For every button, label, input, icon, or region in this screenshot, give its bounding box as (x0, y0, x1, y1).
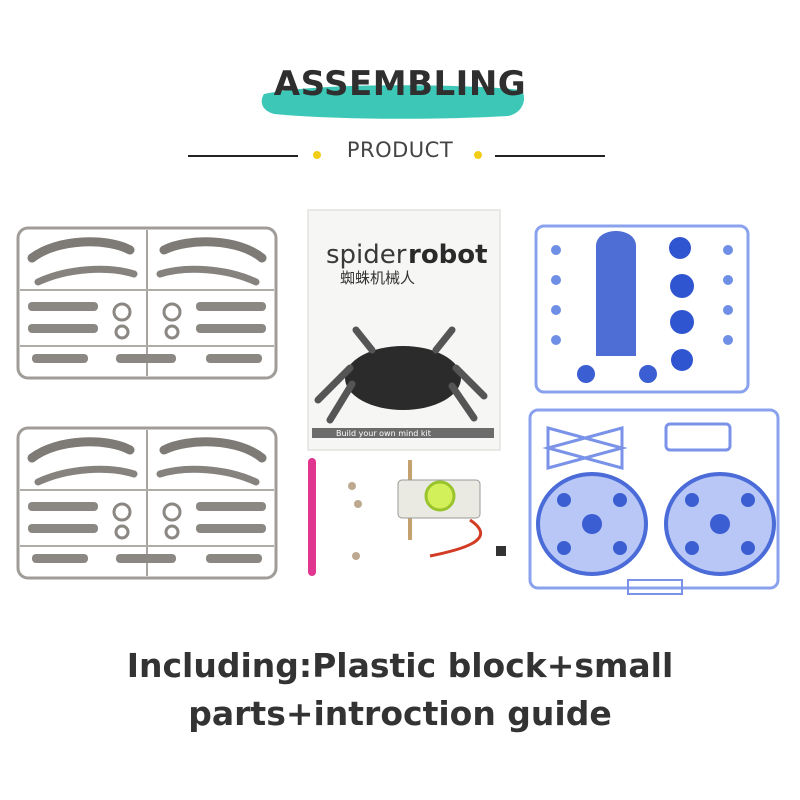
small-parts (308, 458, 506, 576)
brand-word-robot: robot (408, 240, 488, 270)
title-block: ASSEMBLING (0, 62, 800, 122)
subtitle: PRODUCT (346, 138, 454, 162)
instruction-booklet: spider robot 蜘蛛机械人 Build your own mind k… (307, 209, 501, 451)
chinese-title: 蜘蛛机械人 (340, 269, 415, 287)
page-title: ASSEMBLING (273, 64, 527, 104)
product-parts-photo: spider robot 蜘蛛机械人 Build your own mind k… (0, 209, 780, 595)
blue-frame-lower (528, 408, 780, 595)
brand-word-spider: spider (326, 240, 407, 270)
blue-frame-upper (534, 224, 750, 394)
booklet-footer: Build your own mind kit (336, 429, 431, 438)
title-swoosh-decoration (261, 85, 525, 119)
left-divider-line (188, 155, 298, 157)
caption-line-1: Including:Plastic block+small (126, 646, 674, 685)
subtitle-row: PRODUCT (0, 138, 800, 168)
right-dot (474, 151, 482, 159)
caption: Including:Plastic block+small parts+intr… (0, 642, 800, 738)
right-divider-line (495, 155, 605, 157)
left-dot (313, 151, 321, 159)
caption-line-2: parts+introction guide (188, 694, 612, 733)
